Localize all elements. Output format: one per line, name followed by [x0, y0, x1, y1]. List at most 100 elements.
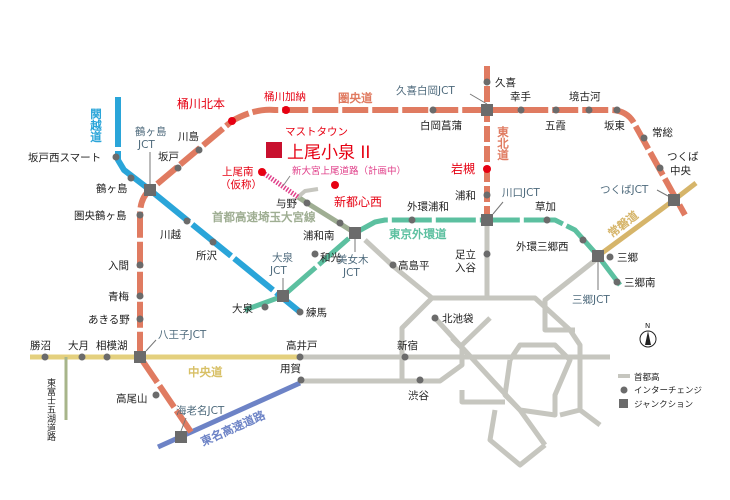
- planned-road: [260, 169, 300, 200]
- legend-shutoko-swatch: [618, 374, 630, 378]
- gaikan-road: [244, 217, 622, 313]
- ic-label: 青梅: [108, 290, 129, 303]
- ic-label: 和光: [320, 251, 341, 264]
- ic-label: 坂東: [604, 119, 625, 132]
- ic-label: 新都心西: [334, 194, 382, 209]
- ic-dot: [282, 106, 290, 114]
- ic-label: 用賀: [280, 363, 301, 375]
- ic-label: 浦和南: [303, 229, 335, 242]
- jct-label: JCT: [137, 139, 155, 151]
- planned-road-label: 新大宮上尾道路（計画中）: [292, 165, 406, 177]
- ic-label: あきる野: [88, 314, 130, 326]
- ic-label: 桶川加納: [264, 90, 306, 103]
- ic-labels: 坂戸西スマート 鶴ヶ島 圏央鶴ヶ島 川島 坂戸 川越 所沢 入間 青梅 あきる野…: [28, 76, 699, 405]
- compass: N: [639, 322, 657, 348]
- kanetsu-road: [115, 97, 302, 315]
- compass-needle-icon: [645, 331, 651, 345]
- property-catch: マストタウン: [285, 126, 348, 138]
- planned-road-leader: [282, 175, 291, 187]
- ic-label: 入谷: [455, 262, 476, 274]
- ic-label: 渋谷: [408, 389, 429, 402]
- jct-label: 鶴ヶ島: [135, 125, 167, 138]
- jct-label: 美女木: [337, 253, 369, 266]
- shutoko-network: [300, 222, 610, 468]
- ic-dot: [258, 168, 266, 176]
- gaikan-label: 東京外環道: [389, 227, 447, 241]
- ic-label: 坂戸: [158, 151, 179, 163]
- ic-label: 足立: [455, 248, 476, 261]
- ic-label: 大泉: [232, 302, 253, 315]
- highlight-ics: 桶川北本 桶川加納 上尾南 （仮称） 新都心西 岩槻: [177, 90, 491, 209]
- ic-label: 外環浦和: [407, 200, 449, 213]
- legend: 首都高 インターチェンジ ジャンクション: [618, 372, 702, 410]
- junction-labels: 鶴ヶ島 JCT 久喜白岡JCT 川口JCT つくばJCT 三郷JCT 大泉 JC…: [135, 84, 649, 417]
- ic-label: 練馬: [306, 306, 327, 319]
- ic-note: （仮称）: [220, 178, 262, 191]
- ken-o-road: [137, 106, 688, 434]
- ic-label: 三郷: [617, 251, 638, 264]
- ic-label: 高尾山: [116, 392, 148, 405]
- ic-label: 高島平: [398, 259, 430, 272]
- ic-label: 白岡菖蒲: [420, 119, 462, 132]
- ic-label: 久喜: [495, 76, 516, 89]
- kanetsu-label: 関越道: [89, 108, 103, 143]
- jct-label: 川口JCT: [502, 187, 540, 199]
- ic-label: 入間: [108, 260, 129, 272]
- ic-label: 五霞: [545, 120, 566, 132]
- ic-label: 相模湖: [96, 339, 128, 352]
- ic-label: 所沢: [196, 249, 217, 262]
- ic-dots: [41, 78, 664, 399]
- jct-label: つくばJCT: [600, 184, 649, 196]
- ic-label: 外環三郷西: [516, 240, 569, 253]
- ic-label: 圏央鶴ヶ島: [74, 209, 127, 222]
- ic-label: 北池袋: [442, 312, 474, 325]
- ic-label: 中央: [670, 164, 691, 177]
- ic-label: 桶川北本: [177, 96, 225, 111]
- property-square-icon: [266, 142, 282, 158]
- jct-label: 海老名JCT: [176, 404, 225, 417]
- ic-label: 浦和: [455, 189, 476, 202]
- ic-label: 勝沼: [30, 339, 51, 352]
- ic-label: 川越: [160, 228, 181, 241]
- jct-label: 久喜白岡JCT: [396, 84, 455, 97]
- ic-label: 草加: [535, 201, 556, 213]
- ic-label: 上尾南: [222, 165, 254, 178]
- legend-jct-icon: [619, 399, 628, 408]
- ic-label: 三郷南: [624, 276, 656, 289]
- ken-o-label: 圏央道: [338, 91, 373, 105]
- jct-label: 三郷JCT: [572, 293, 610, 306]
- tohoku-label: 東北道: [496, 125, 510, 161]
- chuo-label: 中央道: [188, 365, 223, 379]
- junction-squares: [134, 104, 680, 443]
- legend-jct-label: ジャンクション: [634, 400, 693, 410]
- jct-label: JCT: [269, 265, 287, 277]
- ic-label: 岩槻: [451, 161, 475, 176]
- jct-leaders: [145, 93, 669, 432]
- ic-label: 高井戸: [286, 339, 318, 352]
- ic-label: 大月: [68, 339, 89, 352]
- ic-label: 新宿: [397, 339, 418, 352]
- ic-dot: [228, 117, 236, 125]
- jct-label: 大泉: [272, 251, 293, 264]
- shintoshin-link: [296, 187, 319, 199]
- ic-label: 境古河: [569, 90, 601, 103]
- ic-dot: [331, 181, 339, 189]
- jct-label: 八王子JCT: [158, 329, 207, 341]
- legend-ic-label: インターチェンジ: [634, 386, 702, 396]
- legend-ic-icon: [620, 386, 628, 394]
- ic-dot: [483, 165, 491, 173]
- ic-label: つくば: [667, 151, 699, 163]
- saitama-omiya-label: 首都高速埼玉大宮線: [212, 210, 316, 224]
- ic-label: 常総: [652, 126, 673, 139]
- property-name: 上尾小泉 II: [287, 143, 370, 163]
- legend-shutoko-label: 首都高: [634, 372, 660, 383]
- jct-label: JCT: [342, 267, 360, 279]
- higashi-fuji-label: 東富士五湖道路: [45, 377, 56, 442]
- ic-label: 与野: [276, 198, 297, 210]
- compass-north-label: N: [645, 322, 650, 330]
- ic-label: 鶴ヶ島: [96, 182, 128, 195]
- ic-label: 坂戸西スマート: [28, 152, 101, 164]
- ic-label: 川島: [178, 130, 199, 143]
- property-marker: マストタウン 上尾小泉 II: [266, 126, 370, 163]
